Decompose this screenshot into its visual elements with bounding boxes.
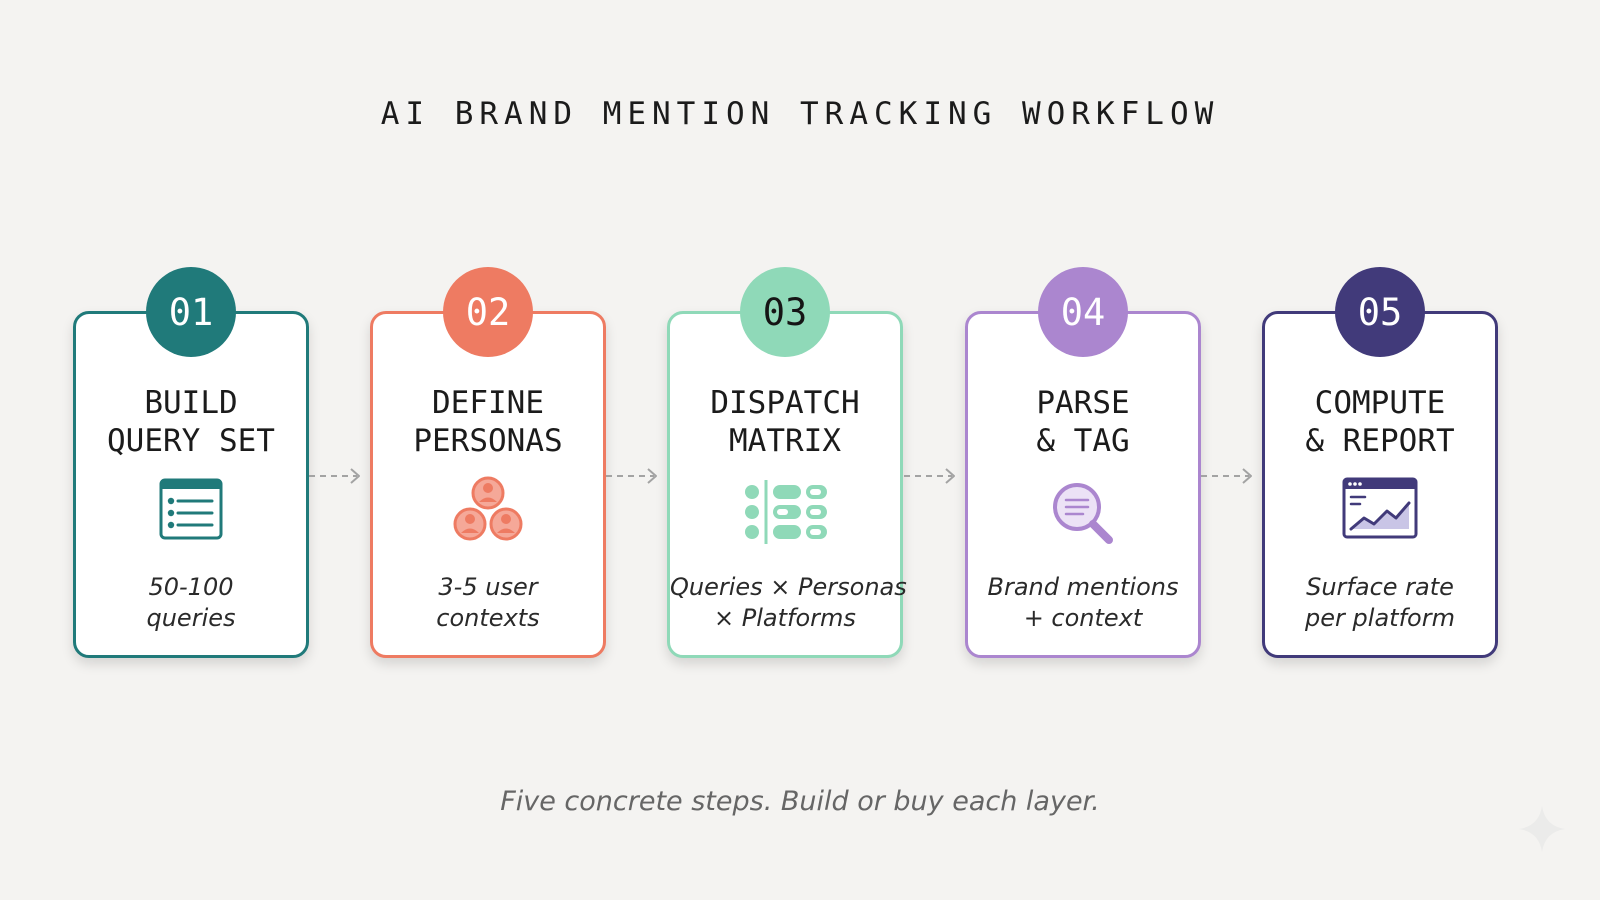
step-heading-line: DEFINE (432, 385, 544, 421)
step-heading-line: & TAG (1036, 423, 1130, 459)
step-description-line: queries (146, 604, 236, 632)
step-heading-line: COMPUTE (1314, 385, 1446, 421)
page-title: AI BRAND MENTION TRACKING WORKFLOW (380, 96, 1220, 132)
arrow-connector-icon (1199, 466, 1259, 486)
step-number-badge: 02 (443, 267, 533, 357)
step-heading: PARSE & TAG (968, 384, 1198, 460)
step-number-badge: 05 (1335, 267, 1425, 357)
step-description: 50-100 queries (76, 572, 306, 634)
step-description: Brand mentions + context (968, 572, 1198, 634)
step-description: Surface rate per platform (1265, 572, 1495, 634)
dispatch-matrix-icon (735, 474, 835, 554)
sparkle-icon (1517, 804, 1567, 854)
arrow-connector-icon (604, 466, 664, 486)
step-card-dispatch-matrix: DISPATCH MATRIX Queries × Personas × Pla… (667, 311, 907, 658)
step-card-parse-and-tag: PARSE & TAG Brand mentions + context (965, 311, 1201, 658)
step-heading: COMPUTE & REPORT (1265, 384, 1495, 460)
step-description-line: 50-100 (148, 573, 234, 601)
list-document-icon (141, 474, 241, 554)
magnifier-icon (1033, 474, 1133, 554)
step-description-line: + context (1023, 604, 1143, 632)
caption: Five concrete steps. Build or buy each l… (500, 786, 1100, 817)
step-heading-line: MATRIX (729, 423, 841, 459)
step-heading-line: DISPATCH (710, 385, 860, 421)
step-number-badge: 01 (146, 267, 236, 357)
step-description-line: × Platforms (714, 604, 856, 632)
step-number-badge: 04 (1038, 267, 1128, 357)
step-description: 3-5 user contexts (373, 572, 603, 634)
step-card-compute-and-report: COMPUTE & REPORT Surface rate per platfo… (1262, 311, 1498, 658)
step-card-build-query-set: BUILD QUERY SET 50-100 queries (73, 311, 309, 658)
step-heading-line: PARSE (1036, 385, 1130, 421)
step-description-line: 3-5 user (438, 573, 538, 601)
step-description-line: Queries × Personas (670, 573, 907, 601)
step-heading-line: BUILD (144, 385, 238, 421)
step-card-define-personas: DEFINE PERSONAS 3-5 user contexts (370, 311, 606, 658)
chart-report-icon (1330, 474, 1430, 554)
step-number-badge: 03 (740, 267, 830, 357)
step-heading-line: & REPORT (1305, 423, 1455, 459)
step-heading-line: PERSONAS (413, 423, 563, 459)
step-heading: DISPATCH MATRIX (670, 384, 900, 460)
step-heading-line: QUERY SET (107, 423, 275, 459)
step-description: Queries × Personas × Platforms (670, 572, 907, 634)
personas-group-icon (438, 474, 538, 554)
step-description-line: Brand mentions (987, 573, 1179, 601)
step-description-line: Surface rate (1306, 573, 1454, 601)
step-heading: BUILD QUERY SET (76, 384, 306, 460)
arrow-connector-icon (307, 466, 367, 486)
step-description-line: per platform (1305, 604, 1455, 632)
step-heading: DEFINE PERSONAS (373, 384, 603, 460)
arrow-connector-icon (902, 466, 962, 486)
step-description-line: contexts (436, 604, 540, 632)
